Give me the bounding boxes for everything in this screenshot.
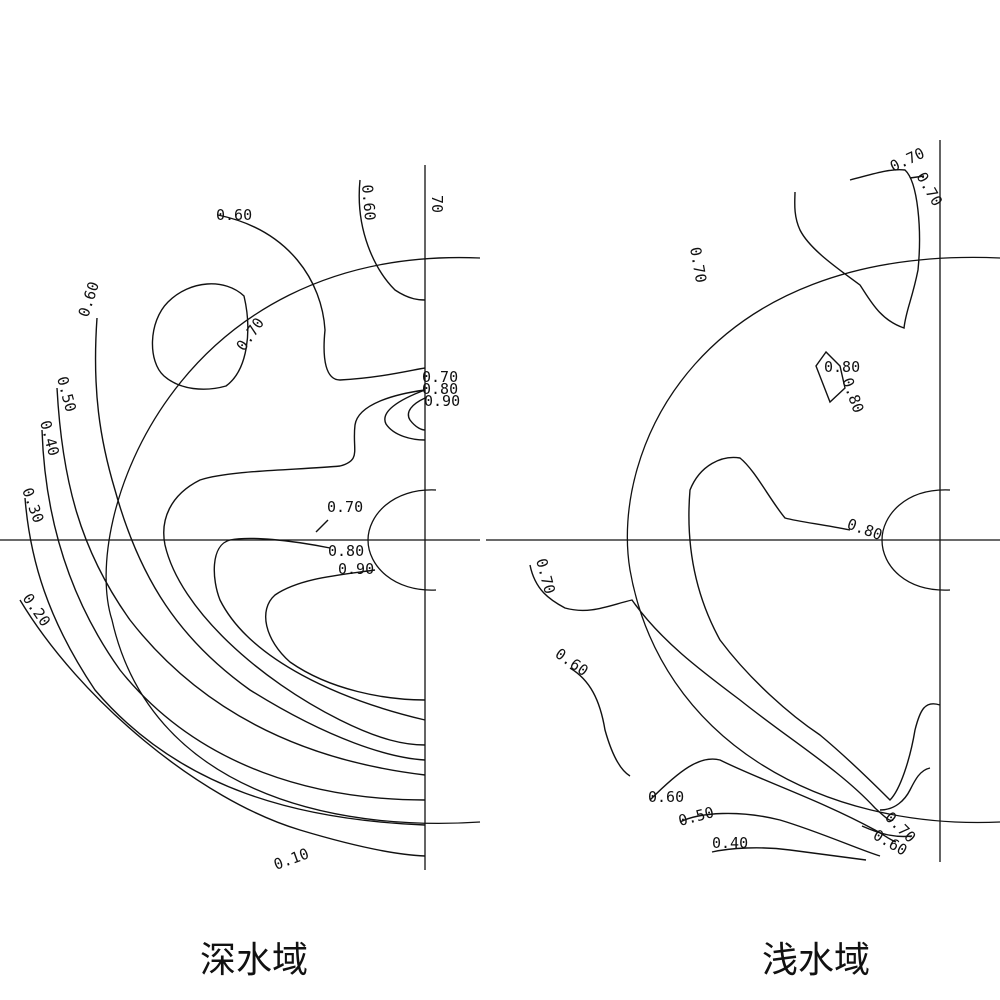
contour-deep-070-main [163,389,426,746]
shallow-inner-circle [881,489,951,591]
contour-shallow-070-right [879,767,931,811]
contour-deep-070-closed [151,283,249,390]
label-deep-090-b: 0.90 [338,560,374,578]
label-deep-080-a: 0.80 [422,380,458,398]
contour-deep-090-upper [407,397,426,431]
contour-shallow-040 [711,847,867,861]
label-deep-060-c: 0.60 [75,279,103,319]
label-deep-070-c: 0.70 [327,498,363,516]
contour-deep-040 [41,429,426,801]
contour-shallow-070-lower [529,564,894,822]
contour-deep-080-upper [384,389,426,441]
contour-shallow-050 [679,812,881,857]
label-deep-040: 0.40 [36,418,63,458]
deep-water-panel: 0.60 0.60 70 0.60 0.70 0.50 0.40 0.30 0.… [0,165,481,981]
deep-inner-circle [367,489,437,591]
shallow-outer-circle [626,256,1000,824]
label-deep-020: 0.20 [19,590,54,630]
deep-outer-circle [105,257,481,825]
label-shallow-060-b: 0.60 [648,788,684,806]
contour-deep-070-tick [315,519,329,533]
label-shallow-080-a: 0.80 [824,358,860,376]
label-deep-060-b: 0.60 [358,184,379,222]
label-shallow-080-b: 0.80 [838,375,867,415]
label-deep-090-a: 0.90 [424,392,460,410]
label-deep-70: 70 [428,195,446,213]
contour-deep-080-lower [213,537,426,721]
contour-deep-020 [19,599,426,857]
label-shallow-070-d: 0.70 [532,556,559,596]
contour-shallow-060-left [569,667,631,777]
label-deep-070-a: 0.70 [233,314,268,354]
contour-shallow-080-small [815,350,846,404]
caption-shallow-water: 浅水域 [762,940,870,981]
contour-deep-030 [24,497,426,826]
label-shallow-070-c: 0.70 [686,246,710,285]
contour-deep-050 [56,387,426,776]
label-deep-060-a: 0.60 [216,206,252,224]
label-shallow-070-a: 0.70 [887,144,927,176]
contour-shallow-080-main [688,456,941,801]
label-deep-070-b: 0.70 [422,368,458,386]
caption-deep-water: 深水域 [200,940,308,981]
label-shallow-040: 0.40 [712,834,748,852]
contour-deep-060-right [358,179,426,301]
contour-shallow-060-right [861,825,913,838]
contour-deep-090-lower [265,569,426,701]
label-shallow-050: 0.50 [676,803,716,830]
contour-shallow-070-top [794,168,921,329]
contour-deep-060-left [94,317,426,761]
label-deep-030: 0.30 [18,485,47,525]
contour-shallow-070-tick [909,175,925,179]
contour-shallow-060-bottom [649,758,897,843]
label-shallow-060-a: 0.60 [552,645,592,680]
shallow-water-panel: 0.70 0.70 0.70 0.80 0.80 0.80 0.70 0.60 … [486,140,1000,981]
label-deep-080-b: 0.80 [328,542,364,560]
contour-deep-060-upper [217,214,426,381]
label-deep-010: 0.10 [271,844,311,873]
